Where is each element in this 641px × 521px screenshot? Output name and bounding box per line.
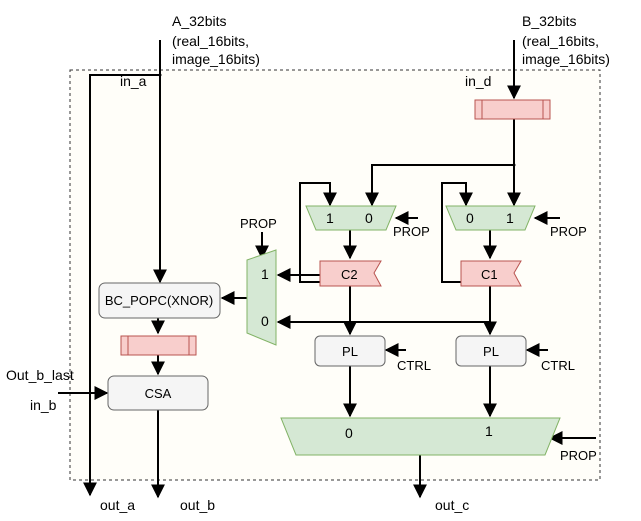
input-b-label-1: B_32bits: [522, 13, 576, 29]
pl-left-label: PL: [342, 344, 358, 359]
c2-label: C2: [341, 267, 358, 282]
input-b-label-2: (real_16bits,: [522, 33, 599, 49]
prop-side-label: PROP: [240, 216, 277, 231]
out-b-last-label: Out_b_last: [6, 367, 74, 383]
mux-side-in0: 0: [261, 313, 269, 329]
out-b-label: out_b: [180, 497, 215, 513]
wire-c1-feedback: [441, 182, 490, 283]
out-a-label: out_a: [100, 497, 135, 513]
in-a-label: in_a: [120, 73, 147, 89]
csa-block: CSA: [107, 375, 209, 411]
in-b-label: in_b: [30, 397, 57, 413]
ctrl-right-label: CTRL: [541, 358, 575, 373]
bc-popc-block: BC_POPC(XNOR): [98, 282, 221, 319]
register-in-d: [474, 99, 551, 120]
pl-right-label: PL: [483, 344, 499, 359]
mux-side: 1 0: [246, 249, 277, 346]
mux-side-in1: 1: [261, 266, 269, 282]
pl-right-block: PL: [455, 335, 527, 367]
c1-register: C1: [460, 260, 522, 287]
wire-reg-down: [365, 119, 515, 207]
input-b-label-3: image_16bits): [522, 51, 610, 67]
mux-right-in0: 0: [466, 210, 474, 226]
c1-label: C1: [481, 267, 498, 282]
mux-right-top: 0 1: [445, 205, 536, 231]
mux-right-in1: 1: [506, 210, 514, 226]
prop-bottom-label: PROP: [560, 448, 597, 463]
in-d-label: in_d: [465, 73, 491, 89]
pl-left-block: PL: [314, 335, 386, 367]
register-popc-out: [120, 335, 197, 356]
out-c-label: out_c: [435, 497, 469, 513]
prop-left-mux-label: PROP: [393, 224, 430, 239]
mux-left-top: 1 0: [305, 205, 397, 231]
c2-register: C2: [319, 260, 382, 287]
junction-dot: [512, 163, 516, 167]
input-a-label-2: (real_16bits,: [172, 33, 249, 49]
mux-bottom: 0 1: [280, 417, 561, 456]
mux-bottom-in0: 0: [345, 425, 353, 441]
mux-bottom-in1: 1: [485, 423, 493, 439]
prop-right-mux-label: PROP: [550, 224, 587, 239]
csa-label: CSA: [145, 386, 172, 401]
wire-in-a-to-out-a: [83, 74, 160, 497]
input-a-label-3: image_16bits): [172, 51, 260, 67]
bc-popc-label: BC_POPC(XNOR): [105, 293, 213, 308]
wire-c2-feedback: [299, 182, 350, 283]
ctrl-left-label: CTRL: [397, 358, 431, 373]
junction-dot: [158, 73, 162, 77]
mux-left-in0: 0: [365, 210, 373, 226]
input-a-label-1: A_32bits: [172, 13, 226, 29]
mux-left-in1: 1: [326, 210, 334, 226]
